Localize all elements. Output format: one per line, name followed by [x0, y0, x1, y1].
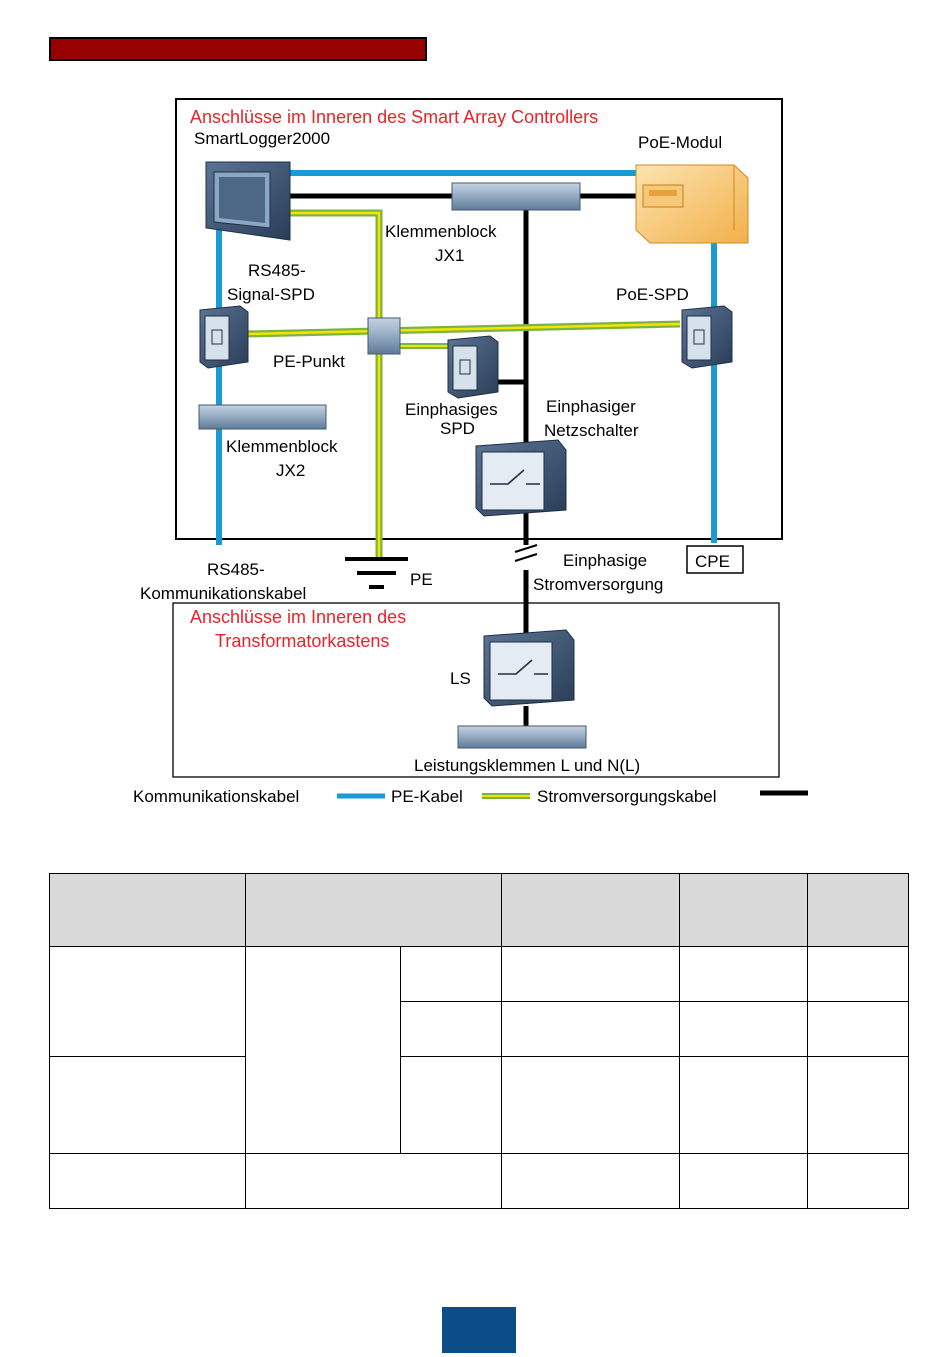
table-cell: [49, 946, 246, 1057]
pe-point-label: PE-Punkt: [273, 352, 345, 371]
mains-switch-label-line1: Einphasiger: [546, 397, 636, 416]
table-header-cell: [679, 873, 808, 947]
table-cell: [679, 946, 808, 1002]
pe-ground-label: PE: [410, 570, 433, 589]
transformer-heading-line2: Transformatorkastens: [215, 631, 389, 651]
table-header-cell: [49, 873, 246, 947]
jx1-label-line2: JX1: [435, 246, 464, 265]
smartlogger-label: SmartLogger2000: [194, 129, 330, 148]
power-terminal-block: [457, 725, 587, 749]
table-row: [49, 946, 909, 1154]
table-row: [50, 1001, 909, 1057]
jx1-label-line1: Klemmenblock: [385, 222, 497, 241]
legend-power-label: Stromversorgungskabel: [537, 787, 717, 806]
table-cell: [400, 1001, 502, 1057]
ls-label: LS: [450, 669, 471, 688]
table-cell: [501, 946, 680, 1002]
mains-switch: [475, 439, 567, 517]
single-phase-spd-label-line1: Einphasiges: [405, 400, 498, 419]
table-cell: [679, 1056, 808, 1154]
controller-frame: [175, 98, 783, 540]
power-supply-label-line1: Einphasige: [563, 551, 647, 570]
table-cell: [679, 1001, 808, 1057]
table-cell: [501, 1001, 680, 1057]
transformer-frame: [172, 602, 780, 778]
table-cell: [679, 1153, 808, 1209]
legend: Kommunikationskabel PE-Kabel Stromversor…: [133, 787, 808, 806]
table-header-cell: [501, 873, 680, 947]
power-supply-label-line2: Stromversorgung: [533, 575, 663, 594]
table-cell: [807, 1153, 909, 1209]
table-cell: [501, 1153, 680, 1209]
jx2-terminal-block: [198, 404, 327, 430]
page-number-tab: [442, 1307, 516, 1353]
poe-spd-label: PoE-SPD: [616, 285, 689, 304]
rs485-spd-label-line2: Signal-SPD: [227, 285, 315, 304]
table-row: [49, 1056, 909, 1154]
single-phase-spd: [447, 335, 499, 399]
table-cell: [400, 946, 502, 1002]
cpe-label: CPE: [695, 552, 730, 571]
poe-module-label: PoE-Modul: [638, 133, 722, 152]
wiring-diagram: Anschlüsse im Inneren des Smart Array Co…: [133, 98, 808, 806]
table-cell: [501, 1056, 680, 1154]
rs485-cable-label-line2: Kommunikationskabel: [140, 584, 306, 603]
rs485-cable-label-line1: RS485-: [207, 560, 265, 579]
legend-comm-label: Kommunikationskabel: [133, 787, 299, 806]
section-title-bar: [49, 37, 427, 61]
rs485-signal-spd: [199, 305, 249, 369]
table-header-row: [49, 873, 909, 947]
legend-pe-label: PE-Kabel: [391, 787, 463, 806]
power-terminals-label: Leistungsklemmen L und N(L): [414, 756, 640, 775]
single-phase-spd-label-line2: SPD: [440, 419, 475, 438]
table-cell: [807, 1056, 909, 1154]
controller-heading: Anschlüsse im Inneren des Smart Array Co…: [190, 107, 598, 127]
table-cell: [807, 946, 909, 1002]
mains-switch-label-line2: Netzschalter: [544, 421, 639, 440]
table-row: [49, 1153, 909, 1209]
table-header-cell: [807, 873, 909, 947]
ls-breaker: [483, 629, 575, 707]
cpe-box: [686, 545, 744, 574]
table-cell: [49, 1056, 246, 1154]
ground-icon: [345, 557, 408, 589]
jx2-label-line1: Klemmenblock: [226, 437, 338, 456]
spec-table: [49, 873, 909, 1209]
poe-spd: [681, 305, 733, 369]
pe-point: [367, 317, 401, 355]
table-cell: [245, 946, 401, 1154]
cable-break-mark: [514, 544, 538, 562]
jx1-terminal-block: [451, 182, 581, 211]
smartlogger-device: [205, 161, 291, 241]
table-cell: [400, 1056, 502, 1154]
table-cell: [49, 1153, 246, 1209]
rs485-spd-label-line1: RS485-: [248, 261, 306, 280]
poe-module-device: [635, 164, 749, 244]
table-cell: [245, 1153, 502, 1209]
jx2-label-line2: JX2: [276, 461, 305, 480]
transformer-heading-line1: Anschlüsse im Inneren des: [190, 607, 406, 627]
communication-cables: [216, 170, 717, 545]
table-header-cell: [245, 873, 502, 947]
table-cell: [807, 1001, 909, 1057]
